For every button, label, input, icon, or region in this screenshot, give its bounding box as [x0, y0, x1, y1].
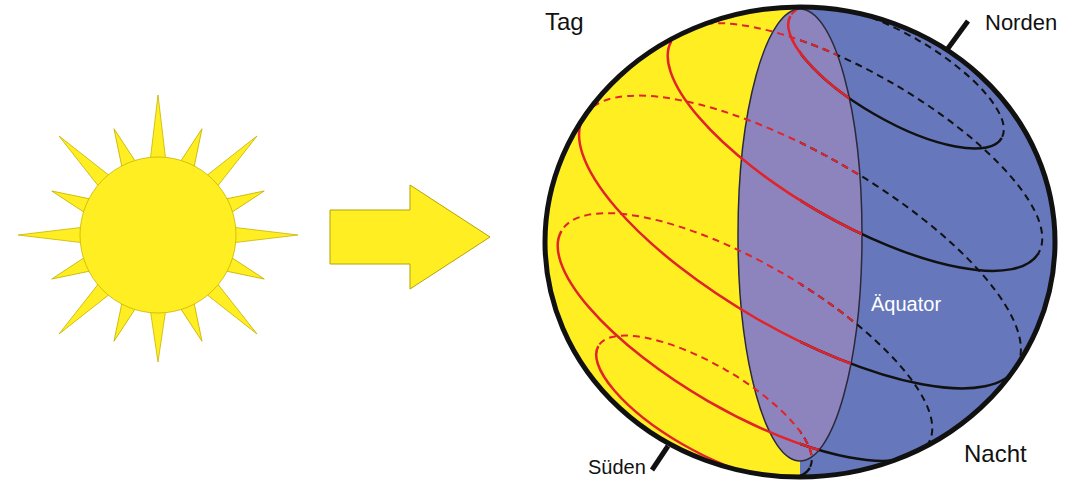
night-label: Nacht — [964, 440, 1027, 468]
south-label: Süden — [588, 456, 646, 479]
sun-symbol — [18, 95, 298, 362]
light-arrow — [330, 185, 490, 289]
north-label: Norden — [985, 10, 1057, 35]
globe-outline — [545, 7, 1055, 477]
day-label: Tag — [545, 8, 584, 36]
equator-label: Äquator — [868, 292, 944, 317]
axis-south — [652, 446, 668, 470]
globe — [524, 0, 1081, 485]
